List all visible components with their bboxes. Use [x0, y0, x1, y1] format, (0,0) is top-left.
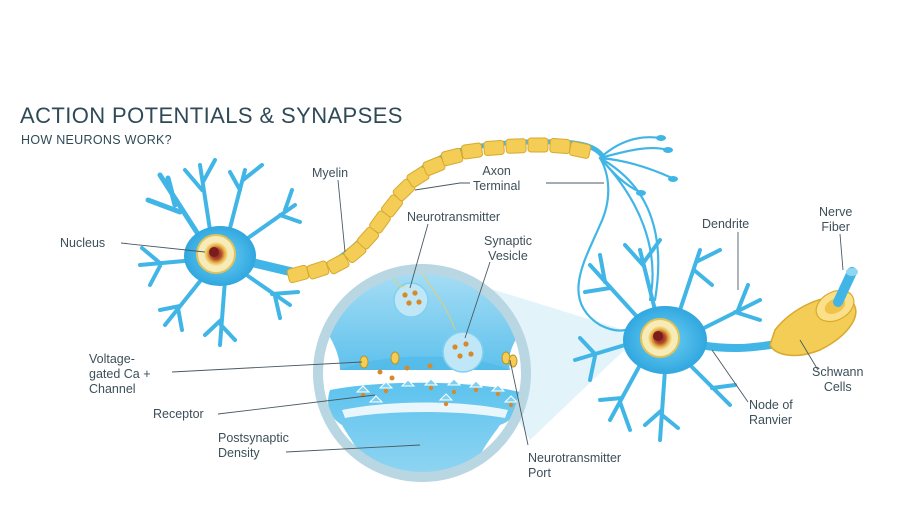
- page-title: ACTION POTENTIALS & SYNAPSES: [20, 103, 403, 128]
- label-schwann-cells: Schwann Cells: [812, 365, 864, 394]
- axon-terminal-branches: [577, 136, 674, 332]
- label-synaptic-vesicle: Synaptic Vesicle: [484, 234, 532, 263]
- label-neurotransmitter-port: Neurotransmitter Port: [528, 451, 622, 480]
- myelin-segment: [568, 141, 592, 159]
- label-myelin: Myelin: [312, 166, 349, 180]
- page-subtitle: HOW NEURONS WORK?: [21, 133, 172, 147]
- myelin-segment: [549, 138, 571, 154]
- right-neuron: [573, 238, 774, 442]
- label-receptor: Receptor: [153, 407, 204, 421]
- label-nerve-fiber: Nerve Fiber: [819, 205, 853, 234]
- label-axon-terminal: Axon Terminal: [473, 164, 521, 193]
- receptors: [355, 378, 519, 408]
- terminal-boutons: [636, 135, 678, 196]
- ca-channels: [359, 351, 518, 369]
- myelin-segment: [440, 147, 464, 167]
- lens-ring: [313, 264, 531, 482]
- nerve-fiber: [766, 267, 858, 357]
- label-voltage-gated-channel: Voltage- gated Ca + Channel: [89, 352, 151, 396]
- myelin-segments: [286, 137, 592, 284]
- myelin-segment: [483, 140, 505, 156]
- left-neuron: [138, 158, 302, 347]
- vesicle-2: [442, 331, 484, 373]
- label-postsynaptic-density: Postsynaptic Density: [218, 431, 289, 460]
- myelin-segment: [306, 260, 330, 280]
- myelin-segment: [326, 253, 350, 275]
- myelin-segment: [527, 137, 549, 153]
- vesicle-1: [393, 282, 429, 318]
- label-nucleus: Nucleus: [60, 236, 106, 250]
- myelin-segment: [461, 142, 483, 160]
- label-dendrite: Dendrite: [702, 217, 750, 231]
- label-neurotransmitter: Neurotransmitter: [407, 210, 501, 224]
- synapse-lens: [313, 264, 531, 482]
- leader-lines: [120, 179, 844, 453]
- myelin-segment: [505, 138, 527, 154]
- label-node-of-ranvier: Node of Ranvier: [749, 398, 793, 427]
